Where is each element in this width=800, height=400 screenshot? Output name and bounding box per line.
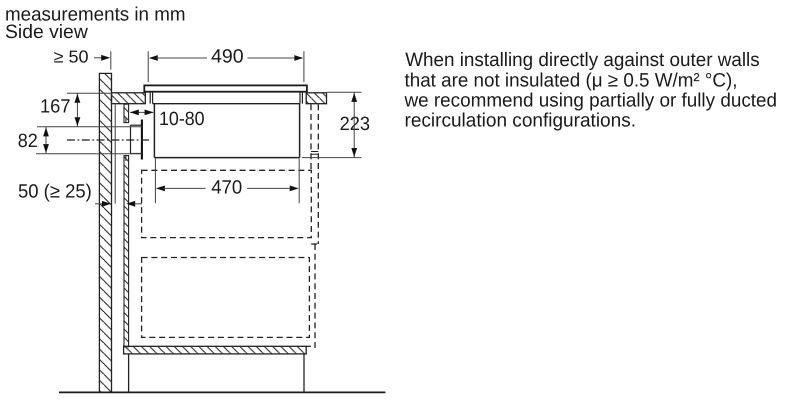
svg-text:82: 82 [18,131,38,152]
svg-text:≥ 50: ≥ 50 [54,47,89,67]
svg-text:10-80: 10-80 [159,109,205,130]
svg-text:470: 470 [211,177,242,198]
svg-text:50 (≥ 25): 50 (≥ 25) [18,181,92,202]
svg-text:167: 167 [40,97,71,118]
svg-text:recirculation configurations.: recirculation configurations. [405,110,637,132]
svg-text:When installing directly again: When installing directly against outer w… [405,49,760,71]
svg-text:Side view: Side view [5,22,88,43]
svg-text:we recommend using partially o: we recommend using partially or fully du… [404,89,777,111]
svg-text:that are not insulated (μ ≥ 0.: that are not insulated (μ ≥ 0.5 W/m² °C)… [405,69,738,91]
svg-text:223: 223 [340,114,370,135]
svg-text:490: 490 [211,47,244,68]
svg-text:measurements in mm: measurements in mm [5,5,186,26]
